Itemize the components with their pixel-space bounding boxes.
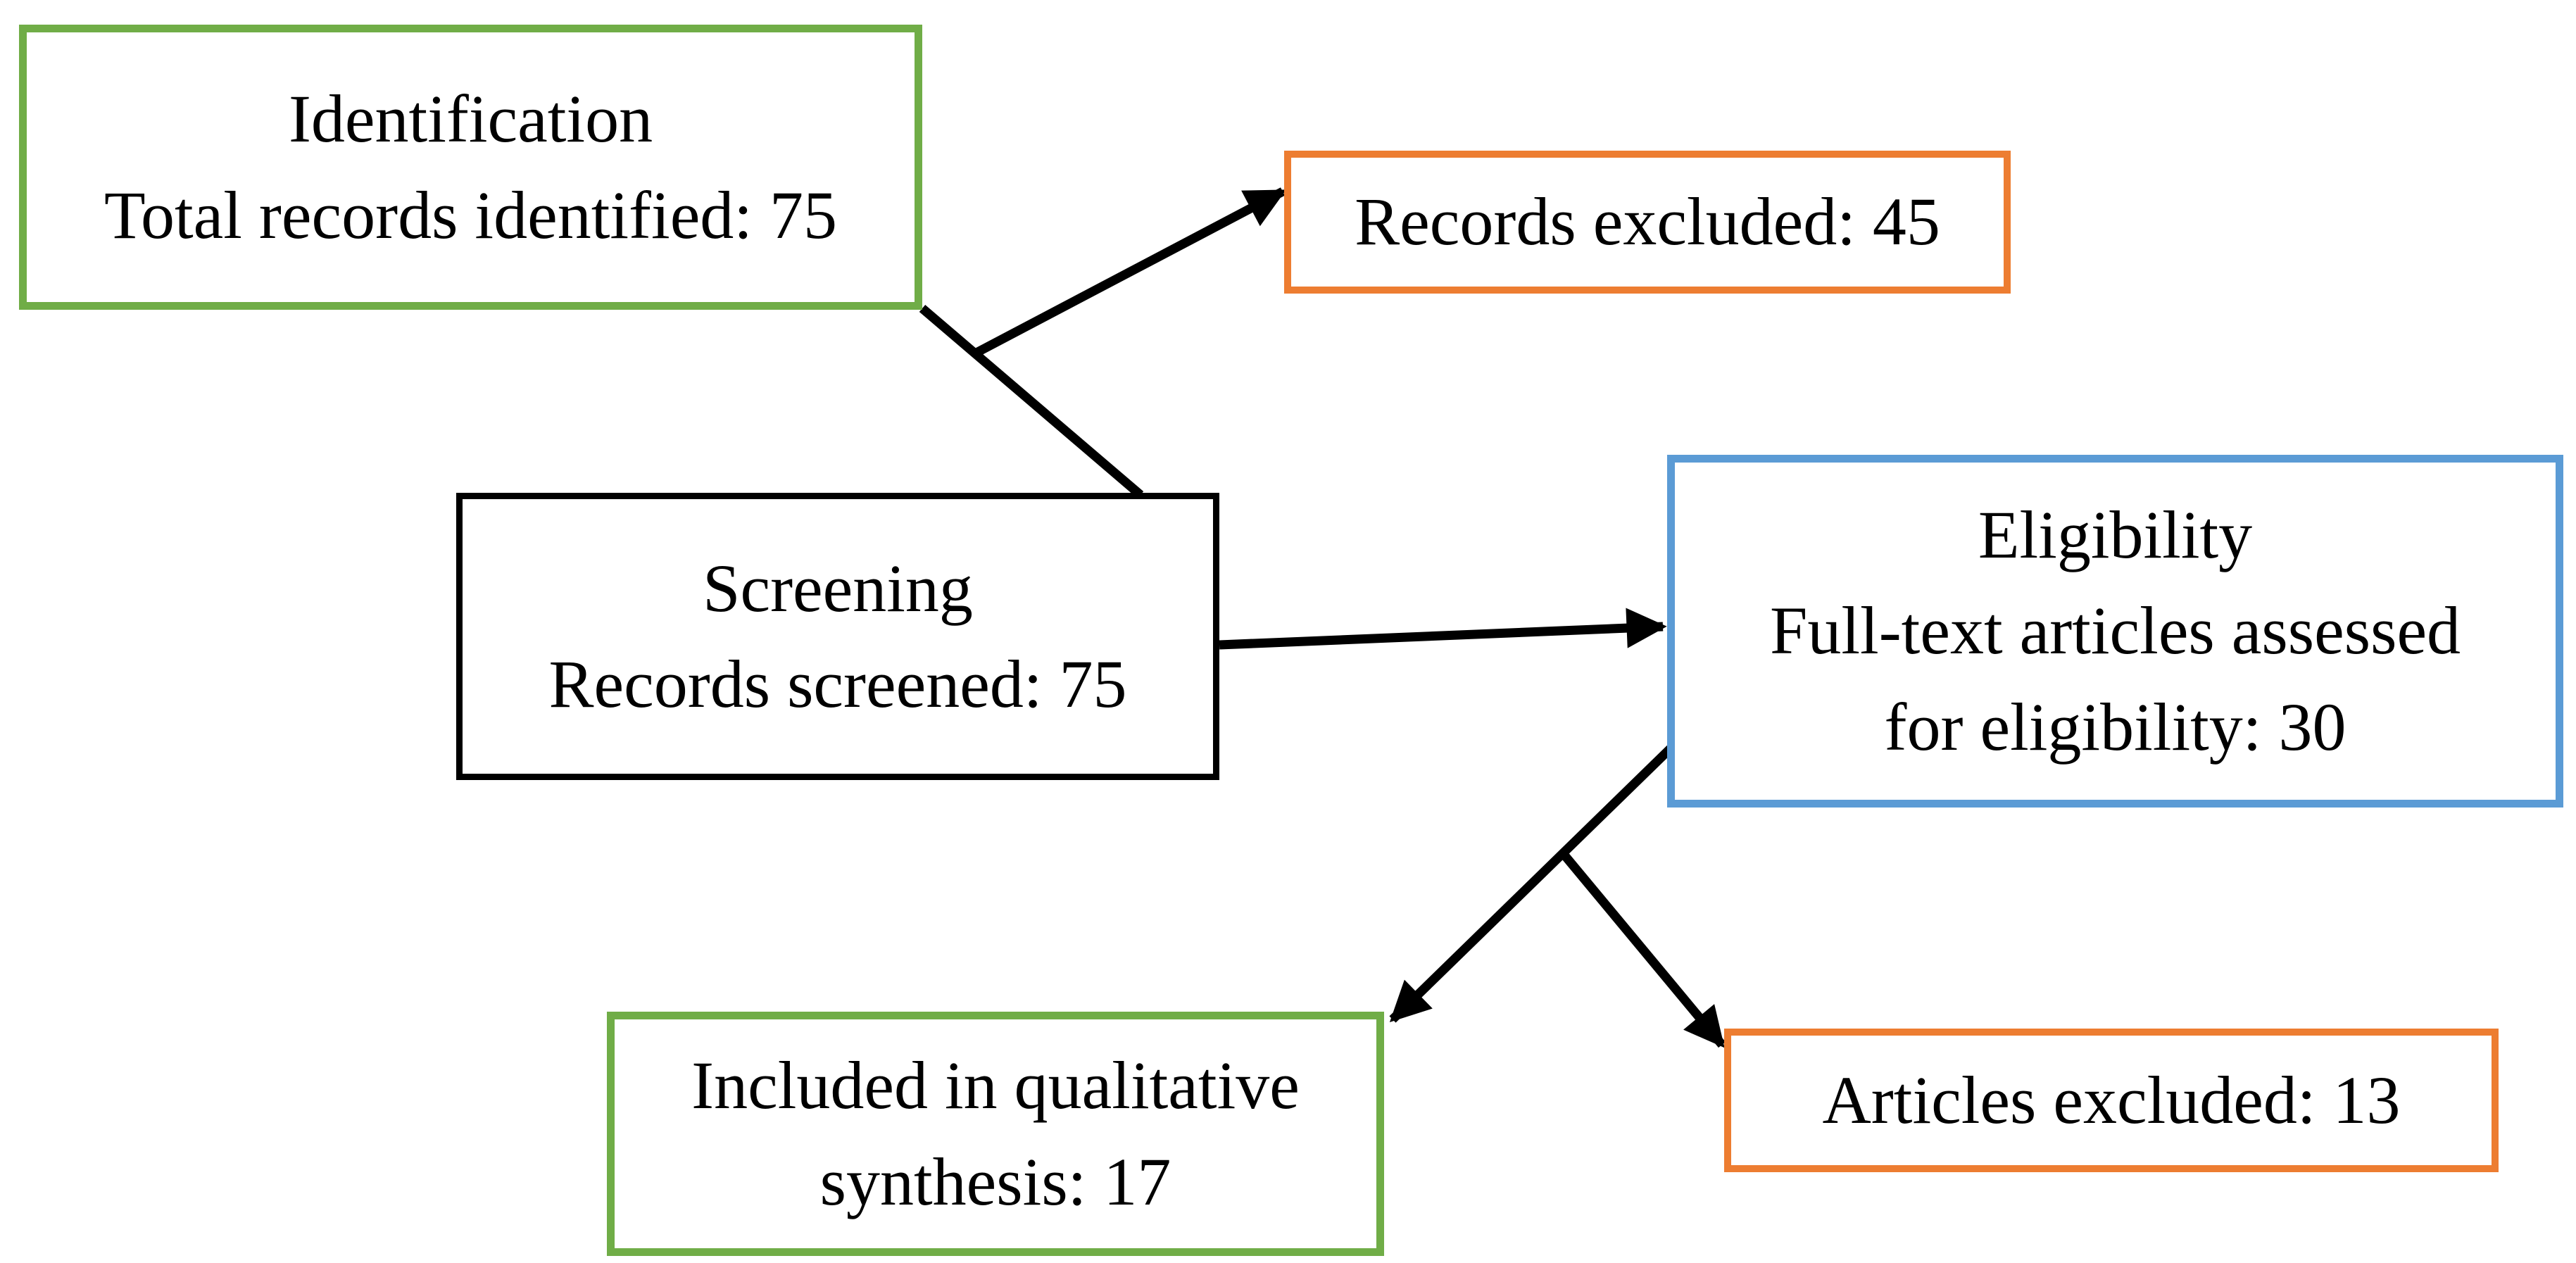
articles-excluded-count-text: Articles excluded: 13 xyxy=(1822,1062,2401,1138)
included-count-text-line1: Included in qualitative xyxy=(691,1048,1300,1124)
connector-identification-to-screening xyxy=(919,305,1144,498)
eligibility-stage-label: Eligibility xyxy=(1978,497,2253,573)
identification-count-text: Total records identified: 75 xyxy=(104,177,837,253)
screening-stage-label: Screening xyxy=(703,550,973,626)
included-count-text-line2: synthesis: 17 xyxy=(819,1143,1171,1219)
screening-count-text: Records screened: 75 xyxy=(548,646,1127,722)
arrow-screening-to-eligibility xyxy=(1219,608,1667,650)
eligibility-count-text-line2: for eligibility: 30 xyxy=(1884,689,2346,765)
arrow-screening-to-records-excluded xyxy=(972,187,1287,358)
screening-box: Screening Records screened: 75 xyxy=(456,493,1219,780)
eligibility-box: Eligibility Full-text articles assessed … xyxy=(1667,455,2563,808)
arrow-eligibility-to-included xyxy=(1389,741,1678,1023)
records-excluded-count-text: Records excluded: 45 xyxy=(1355,184,1940,260)
identification-box: Identification Total records identified:… xyxy=(19,25,922,310)
eligibility-count-text-line1: Full-text articles assessed xyxy=(1769,593,2461,669)
arrow-eligibility-to-articles-excluded xyxy=(1559,850,1726,1048)
included-box: Included in qualitative synthesis: 17 xyxy=(607,1012,1384,1256)
identification-stage-label: Identification xyxy=(288,81,653,157)
records-excluded-box: Records excluded: 45 xyxy=(1284,151,2011,294)
articles-excluded-box: Articles excluded: 13 xyxy=(1724,1029,2499,1172)
